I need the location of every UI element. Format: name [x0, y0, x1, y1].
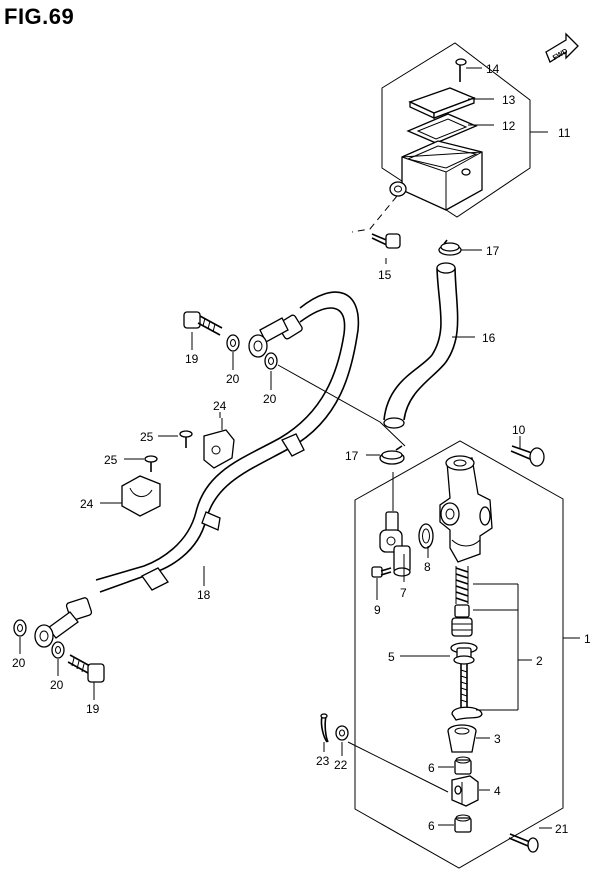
screw-9 [371, 566, 392, 578]
cotter-pin [320, 713, 329, 743]
callout-10: 10 [512, 423, 526, 437]
callout-12: 12 [502, 119, 516, 133]
callout-9: 9 [374, 603, 381, 617]
hose-clamp-lower [379, 445, 405, 465]
callout-19-lower: 19 [86, 702, 100, 716]
reservoir-box [381, 42, 531, 218]
master-cylinder-box [354, 440, 564, 869]
hose-guide-lower [121, 475, 161, 517]
callout-1: 1 [584, 632, 591, 646]
reservoir-body [389, 140, 483, 211]
washer-20-b [264, 352, 278, 370]
callout-16: 16 [482, 331, 496, 345]
circlip [451, 706, 483, 721]
fwd-arrow-icon: FWD [545, 32, 579, 63]
reservoir-hose [383, 262, 459, 429]
master-cylinder-body [439, 455, 493, 563]
nut-upper [454, 756, 472, 775]
screw-25-upper [179, 430, 193, 448]
callout-5: 5 [388, 650, 395, 664]
callout-13: 13 [502, 93, 516, 107]
callout-2: 2 [536, 654, 543, 668]
hose-clamp-upper [438, 239, 462, 256]
callout-8: 8 [424, 560, 431, 574]
callout-14: 14 [486, 62, 500, 76]
leader-lines [19, 67, 580, 829]
washer-20-c [13, 619, 27, 637]
callout-25-upper: 25 [140, 430, 154, 444]
dust-boot [447, 724, 477, 753]
callout-3: 3 [494, 732, 501, 746]
callout-19-upper: 19 [185, 352, 199, 366]
callout-21: 21 [555, 822, 569, 836]
screw-25-lower [144, 455, 158, 472]
hose-joint [379, 511, 411, 577]
bolt-10 [510, 445, 545, 467]
nut-lower [454, 814, 472, 833]
callout-17-lower: 17 [345, 449, 359, 463]
clevis [451, 775, 479, 807]
screw-14 [455, 58, 467, 82]
callout-20-d: 20 [50, 678, 64, 692]
piston-spring [451, 566, 473, 637]
callout-4: 4 [494, 784, 501, 798]
callout-labels: 14 13 12 11 15 17 16 10 17 7 8 9 2 5 3 6… [12, 62, 591, 836]
callout-20-a: 20 [226, 372, 240, 386]
callout-6-upper: 6 [428, 761, 435, 775]
washer-20-a [226, 334, 240, 352]
callout-6-lower: 6 [428, 819, 435, 833]
callout-15: 15 [378, 268, 392, 282]
bolt-15 [371, 233, 401, 249]
callout-20-b: 20 [263, 392, 277, 406]
reservoir-cap [408, 87, 476, 120]
bolt-19-upper [183, 311, 223, 336]
callout-24-upper: 24 [213, 399, 227, 413]
callout-22: 22 [334, 758, 348, 772]
callout-17-upper: 17 [486, 244, 500, 258]
callout-24-lower: 24 [80, 497, 94, 511]
callout-18: 18 [197, 588, 211, 602]
washer-20-d [51, 641, 65, 659]
hose-guide-upper [203, 418, 235, 469]
callout-11: 11 [558, 126, 571, 140]
diaphragm [406, 113, 478, 144]
callout-7: 7 [400, 586, 407, 600]
callout-25-lower: 25 [104, 453, 118, 467]
bolt-19-lower [67, 654, 105, 683]
figure-title: FIG.69 [4, 4, 75, 29]
push-rod [450, 642, 478, 712]
o-ring [418, 523, 434, 549]
hose-18 [34, 291, 360, 648]
pin-21 [508, 833, 539, 853]
washer-22 [335, 725, 349, 741]
callout-23: 23 [316, 754, 330, 768]
callout-20-c: 20 [12, 656, 26, 670]
